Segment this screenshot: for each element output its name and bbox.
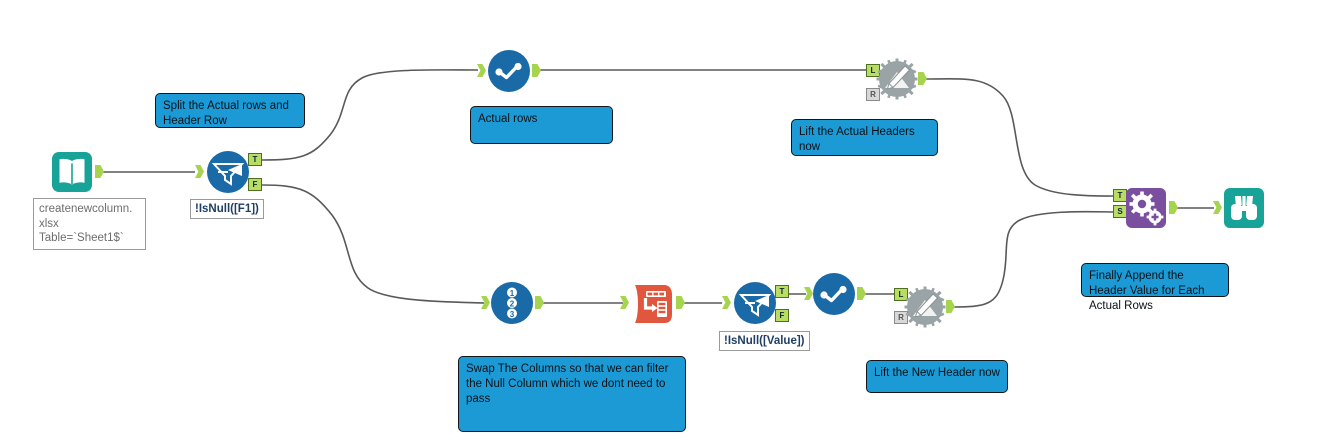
rename1-output-anchor[interactable] — [918, 72, 927, 85]
numbered-list-icon: 1 2 3 — [491, 282, 533, 324]
filter2-true-anchor[interactable]: T — [775, 285, 789, 298]
annotation-input-file-line-2: xlsx — [39, 217, 59, 230]
comment-actual-rows[interactable]: Actual rows — [470, 106, 613, 144]
dynamic-rename-tool-2[interactable] — [903, 285, 947, 329]
comment-lift-new-header[interactable]: Lift the New Header now — [866, 360, 1008, 393]
gears-plus-icon — [1126, 188, 1166, 228]
gear-pencil-icon — [876, 58, 918, 100]
select-tool-1[interactable] — [487, 49, 531, 93]
comment-split-actual-rows[interactable]: Split the Actual rows and Header Row — [155, 93, 305, 128]
filter-tool-1[interactable] — [206, 150, 250, 194]
annotation-input-file: createnewcolumn. xlsx Table=`Sheet1$` — [33, 198, 146, 250]
recordid-input-anchor[interactable] — [481, 296, 490, 309]
filter1-true-anchor[interactable]: T — [248, 153, 262, 166]
wire-rename1-to-append-t — [924, 78, 1116, 197]
filter1-false-anchor[interactable]: F — [248, 178, 262, 191]
select2-input-anchor[interactable] — [804, 287, 813, 300]
select-check-icon — [813, 273, 855, 315]
select2-output-anchor[interactable] — [857, 287, 866, 300]
transpose-output-anchor[interactable] — [676, 296, 685, 309]
rename2-right-input-anchor[interactable]: R — [894, 311, 908, 324]
comment-swap-columns[interactable]: Swap The Columns so that we can filter t… — [458, 356, 686, 432]
append-fields-tool[interactable] — [1124, 186, 1168, 230]
wire-filter1-false-to-recordid — [261, 184, 485, 304]
comment-final-append[interactable]: Finally Append the Header Value for Each… — [1081, 263, 1229, 312]
filter-funnel-icon — [207, 151, 249, 193]
filter1-input-anchor[interactable] — [195, 165, 204, 178]
rename2-left-input-anchor[interactable]: L — [894, 288, 908, 301]
annotation-input-file-line-1: createnewcolumn. — [39, 203, 133, 215]
rename2-output-anchor[interactable] — [946, 300, 955, 313]
gear-pencil-icon — [904, 286, 946, 328]
annotation-input-file-line-3: Table=`Sheet1$` — [39, 232, 124, 244]
rename1-right-input-anchor[interactable]: R — [866, 88, 880, 101]
filter-tool-2[interactable] — [733, 281, 777, 325]
svg-text:1: 1 — [510, 289, 515, 298]
append-output-anchor[interactable] — [1169, 201, 1178, 214]
svg-text:3: 3 — [510, 310, 515, 319]
rename1-left-input-anchor[interactable]: L — [866, 64, 880, 77]
select1-input-anchor[interactable] — [477, 64, 486, 77]
svg-text:2: 2 — [510, 300, 515, 309]
browse-input-anchor[interactable] — [1213, 201, 1222, 214]
binoculars-icon — [1224, 188, 1264, 228]
browse-tool[interactable] — [1222, 186, 1266, 230]
open-book-icon — [52, 152, 92, 192]
append-target-input-anchor[interactable]: T — [1113, 189, 1127, 202]
select-check-icon — [488, 50, 530, 92]
annotation-filter-expression-1: !IsNull([F1]) — [190, 199, 264, 219]
comment-lift-actual-headers[interactable]: Lift the Actual Headers now — [791, 119, 938, 156]
transpose-input-anchor[interactable] — [620, 296, 629, 309]
filter-funnel-icon — [734, 282, 776, 324]
input-data-tool[interactable] — [50, 150, 94, 194]
filter2-input-anchor[interactable] — [722, 296, 731, 309]
dynamic-rename-tool-1[interactable] — [875, 57, 919, 101]
select-tool-2[interactable] — [812, 272, 856, 316]
input-data-output-anchor[interactable] — [95, 165, 104, 178]
annotation-filter-expression-2: !IsNull([Value]) — [719, 331, 810, 351]
filter2-false-anchor[interactable]: F — [775, 309, 789, 322]
select1-output-anchor[interactable] — [532, 64, 541, 77]
transpose-arrow-icon — [635, 285, 672, 323]
transpose-tool[interactable] — [630, 282, 674, 326]
recordid-output-anchor[interactable] — [535, 296, 544, 309]
record-id-tool[interactable]: 1 2 3 — [490, 281, 534, 325]
